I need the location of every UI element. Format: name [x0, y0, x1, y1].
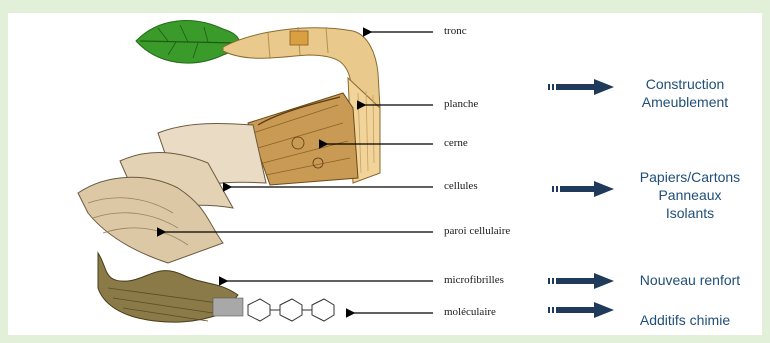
use-papiers: Papiers/Cartons Panneaux Isolants [620, 168, 760, 222]
use-papiers-line-1: Papiers/Cartons [620, 168, 760, 186]
use-arrow-papiers [552, 181, 614, 197]
label-paroi-cellulaire: paroi cellulaire [444, 225, 510, 237]
use-construction: Construction Ameublement [620, 75, 750, 111]
use-construction-line-1: Construction [620, 75, 750, 93]
use-renfort: Nouveau renfort [620, 271, 760, 289]
use-additifs-line-1: Additifs chimie [620, 311, 750, 329]
use-renfort-line-1: Nouveau renfort [620, 271, 760, 289]
use-arrow-construction [548, 79, 614, 95]
label-planche: planche [444, 98, 478, 110]
use-papiers-line-3: Isolants [620, 204, 760, 222]
use-papiers-line-2: Panneaux [620, 186, 760, 204]
label-cerne: cerne [444, 137, 468, 149]
label-tronc: tronc [444, 25, 467, 37]
label-cellules: cellules [444, 180, 478, 192]
diagram-frame: tronc planche cerne cellules paroi cellu… [8, 13, 762, 335]
label-moleculaire: moléculaire [444, 306, 496, 318]
use-construction-line-2: Ameublement [620, 93, 750, 111]
use-arrow-renfort [548, 273, 614, 289]
use-arrow-additifs [548, 302, 614, 318]
use-additifs: Additifs chimie [620, 311, 750, 329]
label-microfibrilles: microfibrilles [444, 274, 504, 286]
